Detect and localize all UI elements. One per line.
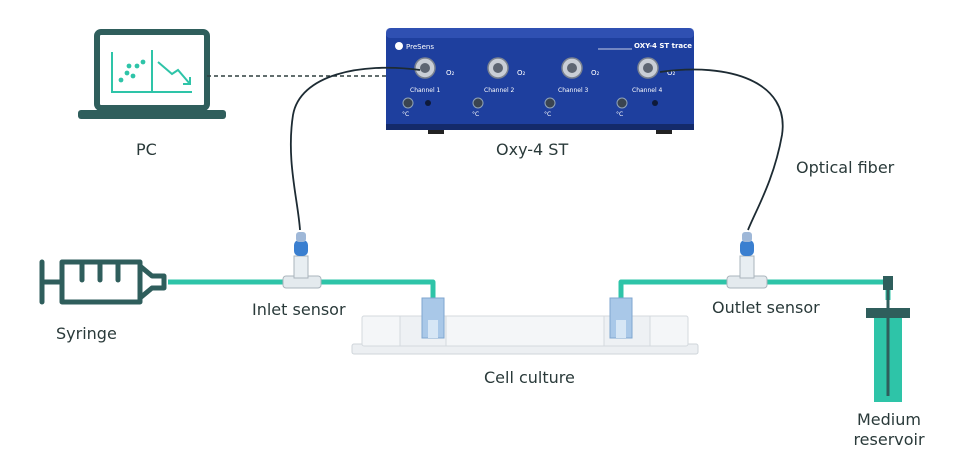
cell-culture-slide-icon bbox=[351, 297, 699, 355]
channel-3-temp-label: °C bbox=[544, 111, 551, 118]
optical-fiber-inlet bbox=[289, 66, 421, 231]
oxy4-device: PreSens OXY-4 ST trace O₂ Channel 1 °C O… bbox=[386, 28, 694, 134]
cell-culture-label: Cell culture bbox=[484, 368, 575, 387]
syringe-label: Syringe bbox=[56, 324, 117, 343]
device-brand-text: PreSens bbox=[406, 43, 434, 51]
channel-2-label: Channel 2 bbox=[484, 87, 515, 94]
channel-4-temp-label: °C bbox=[616, 111, 623, 118]
outlet-sensor-icon bbox=[726, 232, 768, 289]
device-model-text: OXY-4 ST trace bbox=[634, 42, 692, 50]
channel-1-label: Channel 1 bbox=[410, 87, 441, 94]
medium-reservoir-label: Medium reservoir bbox=[842, 410, 936, 450]
channel-2-o2-label: O₂ bbox=[517, 69, 526, 77]
optical-fiber-outlet bbox=[659, 68, 784, 231]
channel-3-label: Channel 3 bbox=[558, 87, 589, 94]
optical-fiber-label: Optical fiber bbox=[796, 158, 895, 177]
outlet-sensor-label: Outlet sensor bbox=[712, 298, 820, 317]
inlet-sensor-icon bbox=[282, 232, 322, 289]
channel-2-ports: O₂ Channel 2 °C bbox=[472, 57, 526, 118]
channel-4-label: Channel 4 bbox=[632, 87, 663, 94]
laptop-icon bbox=[78, 29, 226, 119]
device-label: Oxy-4 ST bbox=[496, 140, 569, 159]
pc-label: PC bbox=[136, 140, 157, 159]
device-brand-logo: PreSens bbox=[395, 42, 434, 51]
medium-reservoir-label-line2: reservoir bbox=[853, 430, 925, 449]
channel-4-o2-label: O₂ bbox=[667, 69, 676, 77]
channel-1-temp-label: °C bbox=[402, 111, 409, 118]
channel-1-ports: O₂ Channel 1 °C bbox=[402, 57, 455, 118]
channel-4-ports: O₂ Channel 4 °C bbox=[616, 57, 676, 118]
channel-2-temp-label: °C bbox=[472, 111, 479, 118]
channel-1-o2-label: O₂ bbox=[446, 69, 455, 77]
reservoir-bottle-icon bbox=[866, 276, 910, 402]
channel-3-o2-label: O₂ bbox=[591, 69, 600, 77]
medium-reservoir-label-line1: Medium bbox=[857, 410, 921, 429]
inlet-sensor-label: Inlet sensor bbox=[252, 300, 346, 319]
channel-3-ports: O₂ Channel 3 °C bbox=[544, 57, 600, 118]
syringe-icon bbox=[39, 259, 167, 305]
